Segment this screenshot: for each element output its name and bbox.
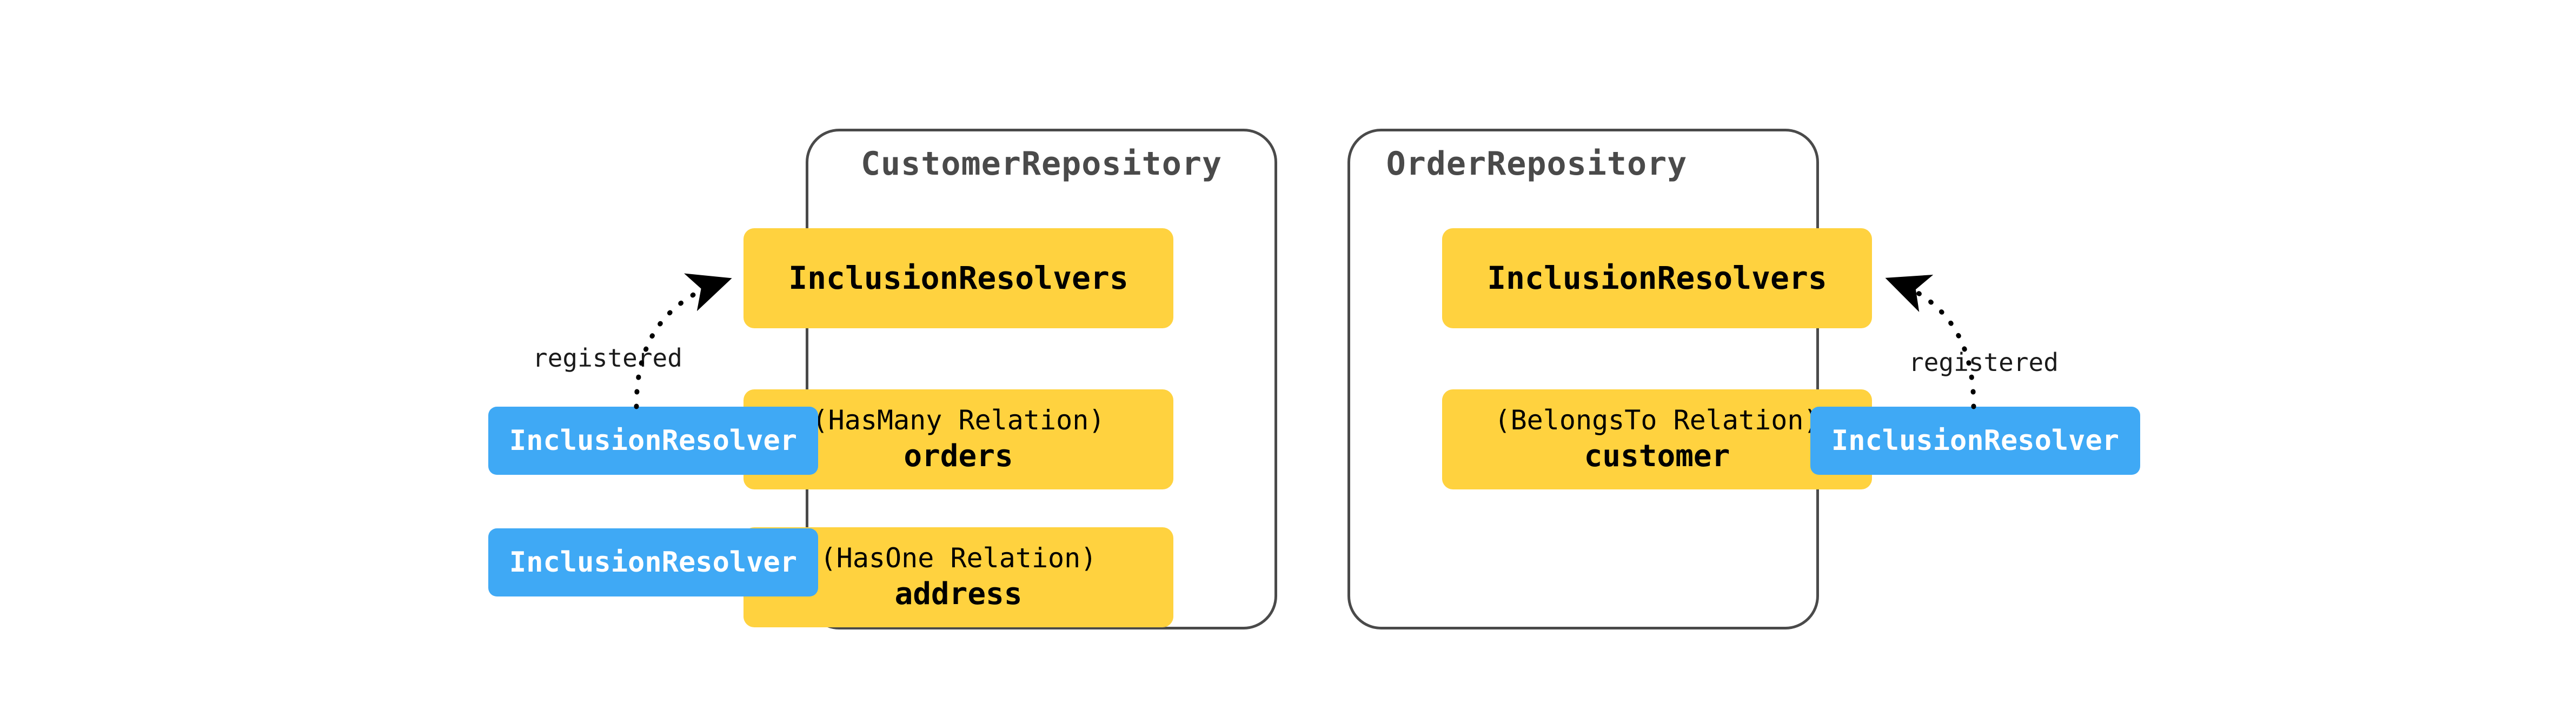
order-customer-inclusion-resolver-box: InclusionResolver <box>1810 407 2140 475</box>
customer-inclusion-resolvers-box: InclusionResolvers <box>743 228 1173 328</box>
order-inclusion-resolvers-box: InclusionResolvers <box>1442 228 1872 328</box>
customer-relation-orders-type: (HasMany Relation) <box>812 404 1105 436</box>
order-inclusion-resolvers-label: InclusionResolvers <box>1487 259 1827 296</box>
customer-repository-title: CustomerRepository <box>860 145 1223 183</box>
customer-orders-inclusion-resolver-box: InclusionResolver <box>488 407 818 475</box>
customer-address-inclusion-resolver-label: InclusionResolver <box>509 546 798 579</box>
customer-orders-inclusion-resolver-label: InclusionResolver <box>509 425 798 457</box>
order-relation-customer-type: (BelongsTo Relation) <box>1494 404 1820 436</box>
customer-relation-orders-name: orders <box>904 439 1013 474</box>
customer-repository-container <box>806 129 1277 629</box>
customer-relation-orders-box: (HasMany Relation) orders <box>743 389 1173 489</box>
customer-relation-address-name: address <box>894 576 1023 612</box>
order-repository-container <box>1347 129 1819 629</box>
order-relation-customer-name: customer <box>1584 439 1730 474</box>
order-registered-edge-label: registered <box>1909 348 2059 377</box>
customer-relation-address-box: (HasOne Relation) address <box>743 527 1173 627</box>
order-repository-title: OrderRepository <box>1386 145 1688 183</box>
order-registered-dotted-arrow <box>1885 275 1976 409</box>
order-relation-customer-box: (BelongsTo Relation) customer <box>1442 389 1872 489</box>
customer-address-inclusion-resolver-box: InclusionResolver <box>488 528 818 596</box>
customer-relation-address-type: (HasOne Relation) <box>820 542 1097 574</box>
order-customer-inclusion-resolver-label: InclusionResolver <box>1831 425 2120 457</box>
customer-inclusion-resolvers-label: InclusionResolvers <box>788 259 1128 296</box>
customer-registered-edge-label: registered <box>533 343 682 373</box>
